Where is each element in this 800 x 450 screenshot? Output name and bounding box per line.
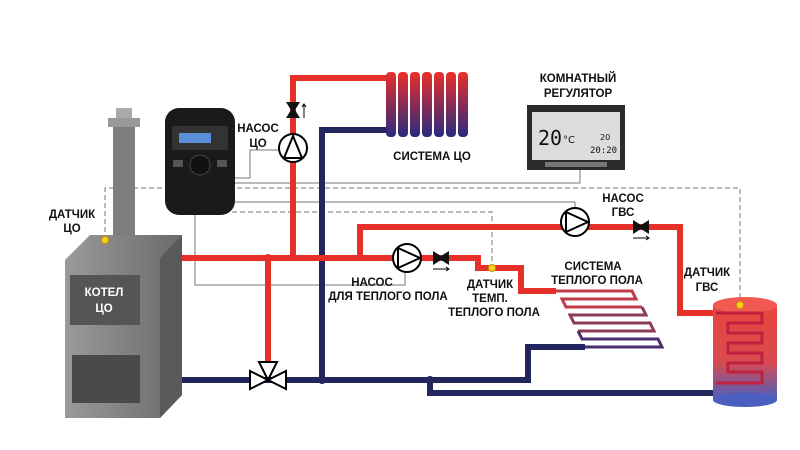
room-regulator-label: КОМНАТНЫЙ — [540, 72, 616, 85]
boiler-label: КОТЕЛ — [85, 287, 124, 299]
check-valve-floor-icon — [433, 251, 450, 272]
pump-floor-label: НАСОС — [351, 277, 393, 289]
sensor-gvs-dot — [736, 301, 744, 309]
system-floor-label: СИСТЕМА — [564, 261, 621, 273]
boiler: КОТЕЛ ЦО — [65, 235, 182, 418]
wire-pump-co — [235, 149, 282, 179]
sensor-co-label: ДАТЧИК — [49, 209, 96, 221]
hot-water-tank — [713, 297, 777, 407]
sensor-floor-label: ТЕПЛОГО ПОЛА — [448, 307, 540, 319]
supply-pipe-main — [182, 255, 556, 294]
pump-gvs-icon — [560, 207, 591, 237]
pump-floor-icon — [392, 243, 423, 273]
system-co-label: СИСТЕМА ЦО — [393, 151, 471, 163]
pump-co-icon — [278, 133, 308, 163]
thermostat-set: 20 — [600, 133, 610, 142]
thermostat-temp: 20 — [538, 126, 562, 150]
sensor-co-label: ЦО — [63, 223, 80, 235]
junction — [318, 376, 326, 384]
junction — [426, 376, 434, 384]
junction — [264, 254, 272, 262]
check-valve-co-icon — [286, 102, 307, 118]
pump-gvs-label: ГВС — [612, 207, 635, 219]
supply-pipe-radiator — [290, 75, 388, 258]
floor-heating-coil — [556, 289, 665, 349]
sensor-gvs-label: ГВС — [696, 282, 719, 294]
pump-floor-label: ДЛЯ ТЕПЛОГО ПОЛА — [328, 291, 448, 303]
wire-regulator — [235, 168, 581, 184]
thermostat-time: 20:20 — [590, 146, 617, 156]
wire-pump-floor — [194, 215, 406, 286]
return-pipe-main — [182, 377, 716, 396]
check-valve-gvs-icon — [633, 220, 650, 241]
sensor-floor-label: ДАТЧИК — [467, 279, 514, 291]
pump-co-label: НАСОС — [237, 123, 279, 135]
chimney — [108, 108, 140, 245]
return-pipe-floor — [430, 344, 585, 383]
sensor-co-dot — [101, 236, 109, 244]
room-regulator: 20 °C 20 20:20 — [527, 105, 625, 170]
boiler-label: ЦО — [95, 303, 112, 315]
sensor-floor-label: ТЕМП. — [472, 293, 508, 305]
room-regulator-label: РЕГУЛЯТОР — [544, 88, 613, 100]
wire-pump-gvs — [235, 201, 576, 215]
return-pipe-radiator — [319, 127, 388, 380]
sensor-floor-dot — [488, 264, 496, 272]
pump-gvs-label: НАСОС — [602, 193, 644, 205]
system-floor-label: ТЕПЛОГО ПОЛА — [551, 275, 643, 287]
pump-co-label: ЦО — [249, 138, 266, 150]
controller — [165, 108, 235, 215]
three-way-valve-icon — [249, 361, 287, 391]
sensor-gvs-label: ДАТЧИК — [684, 267, 731, 279]
radiator — [386, 72, 468, 137]
sensor-wire-co — [104, 187, 741, 305]
supply-pipe-gvs — [357, 224, 716, 316]
thermostat-unit: °C — [563, 135, 575, 146]
